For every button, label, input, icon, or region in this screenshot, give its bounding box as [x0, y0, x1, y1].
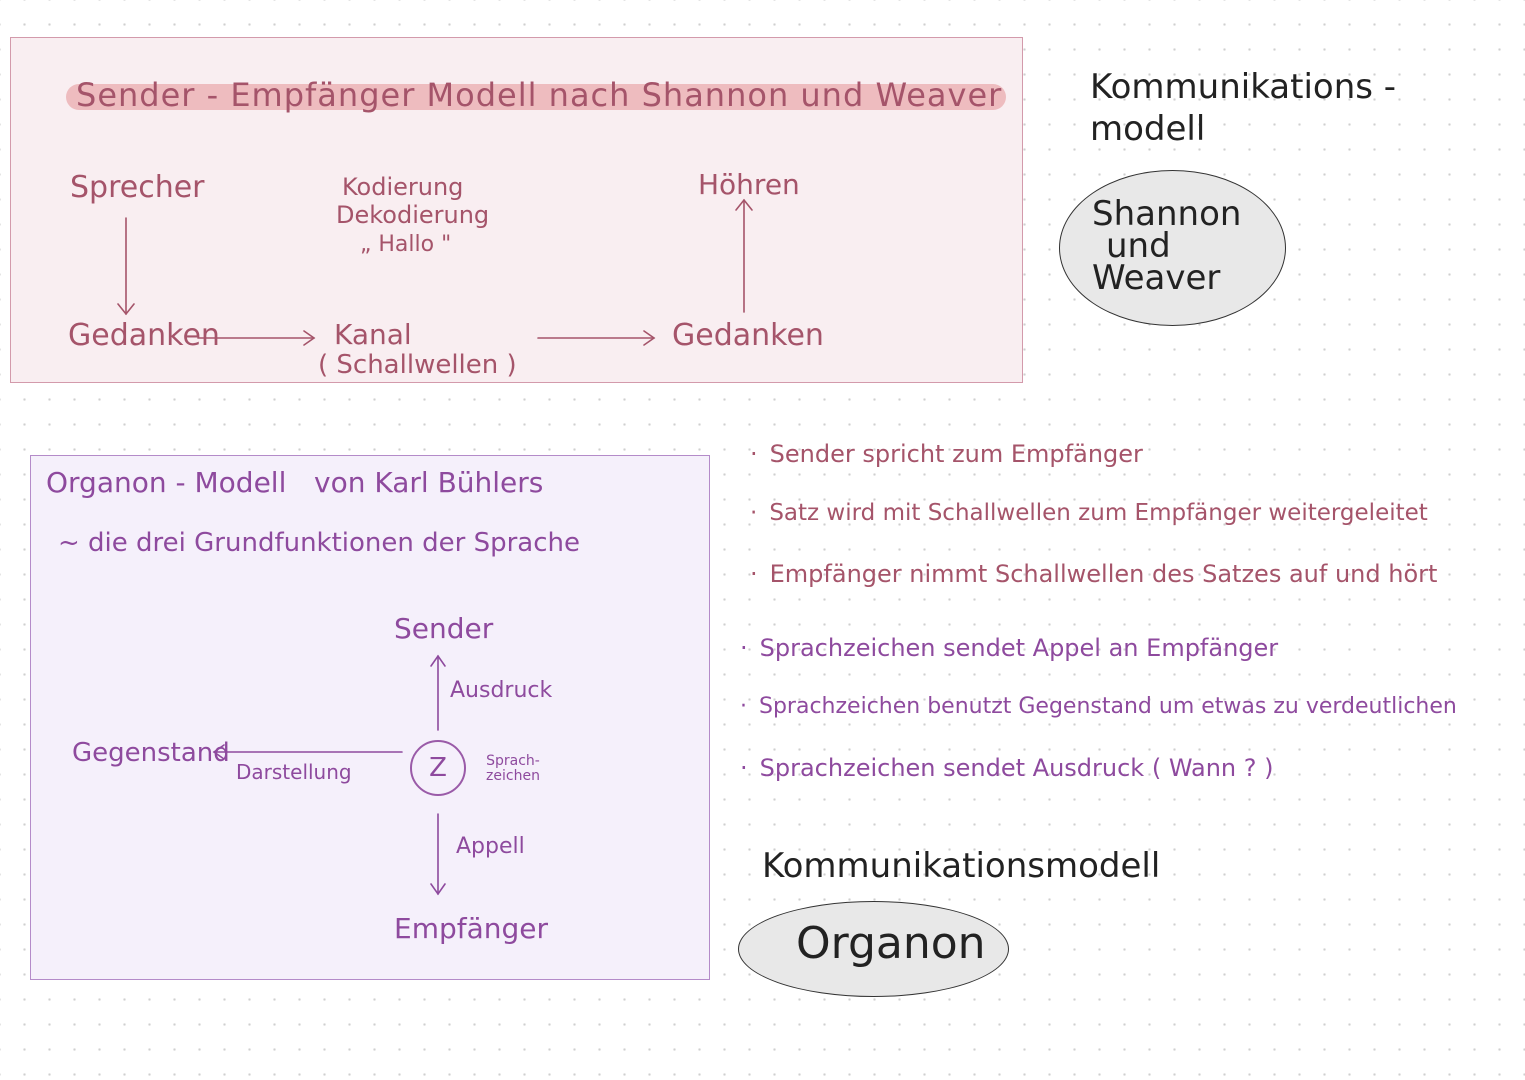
node-empfaenger: Empfänger — [394, 912, 549, 945]
node-gedanken-right: Gedanken — [672, 318, 824, 353]
ellipse-shannon-text: Shannon und Weaver — [1092, 194, 1242, 298]
bullet-purple-1: Sprachzeichen sendet Appel an Empfänger — [740, 634, 1279, 662]
label-hallo: „ Hallo " — [360, 232, 452, 257]
label-kodierung: Kodierung — [342, 173, 464, 201]
node-kanal: Kanal — [334, 318, 412, 351]
node-sender: Sender — [394, 612, 494, 645]
heading1-line2: modell — [1090, 109, 1206, 149]
bullet-purple-2: Sprachzeichen benutzt Gegenstand um etwa… — [740, 694, 1457, 719]
label-appell: Appell — [456, 834, 525, 859]
bullet-purple-3: Sprachzeichen sendet Ausdruck ( Wann ? ) — [740, 754, 1274, 782]
z-circle: Z — [410, 740, 466, 796]
node-gegenstand: Gegenstand — [72, 738, 230, 768]
node-gedanken-left: Gedanken — [68, 318, 220, 353]
ellipse-shannon-weaver — [1059, 170, 1286, 326]
organon-author: von Karl Bühlers — [314, 466, 544, 499]
ellipse1-line3: Weaver — [1092, 258, 1221, 298]
label-darstellung: Darstellung — [236, 760, 352, 784]
organon-title: Organon - Modell — [46, 466, 287, 499]
ellipse1-line2: und — [1106, 226, 1171, 266]
label-schallwellen: ( Schallwellen ) — [318, 350, 517, 380]
bullet-pink-1: Sender spricht zum Empfänger — [750, 440, 1143, 468]
z-letter: Z — [429, 753, 447, 783]
shannon-title: Sender - Empfänger Modell nach Shannon u… — [76, 76, 1003, 114]
bullet-pink-3: Empfänger nimmt Schallwellen des Satzes … — [750, 560, 1438, 588]
heading-kommunikationsmodell-2: Kommunikationsmodell — [762, 846, 1161, 886]
ellipse-organon-text: Organon — [796, 918, 986, 969]
label-dekodierung: Dekodierung — [336, 201, 490, 229]
organon-box — [30, 455, 710, 980]
ellipse-organon — [738, 901, 1009, 997]
node-sprecher: Sprecher — [70, 170, 205, 205]
ellipse1-line1: Shannon — [1092, 194, 1242, 234]
organon-subtitle: ~ die drei Grundfunktionen der Sprache — [58, 528, 581, 558]
label-ausdruck: Ausdruck — [450, 678, 553, 703]
node-hoehren: Höhren — [698, 168, 800, 201]
title-highlight — [66, 84, 1006, 110]
heading1-line1: Kommunikations - — [1090, 67, 1397, 107]
label-sprachzeichen: Sprach-zeichen — [486, 753, 540, 784]
bullet-pink-2: Satz wird mit Schallwellen zum Empfänger… — [750, 500, 1428, 526]
heading-kommunikationsmodell-1: Kommunikations - modell — [1090, 66, 1396, 150]
